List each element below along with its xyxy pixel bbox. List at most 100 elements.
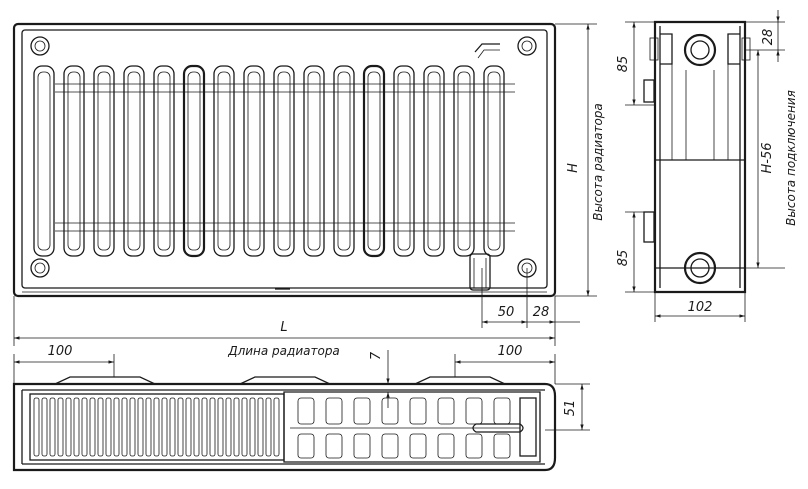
side-view	[643, 20, 751, 294]
front-fin	[63, 65, 85, 257]
dim-100-left: 100	[48, 344, 73, 359]
front-fin-inner	[157, 71, 171, 251]
front-fin	[123, 65, 145, 257]
connection-height-caption: Высота подключения	[784, 90, 798, 226]
front-fin	[333, 65, 355, 257]
grille-slot	[225, 397, 232, 457]
connection-height-label: H-56	[760, 142, 775, 173]
top-convector-grille	[29, 393, 285, 461]
front-fin	[182, 64, 206, 258]
grille-slot	[105, 397, 112, 457]
section-fin-top	[409, 397, 427, 425]
section-fin-bottom	[493, 433, 511, 459]
section-fin-bottom	[381, 433, 399, 459]
front-fin	[423, 65, 445, 257]
corner-plug-top-left	[30, 36, 50, 56]
front-height-dimension: H Высота радиатора	[555, 23, 605, 297]
grille-slot	[65, 397, 72, 457]
front-outer-frame	[12, 22, 557, 298]
length-caption: Длина радиатора	[227, 344, 340, 358]
grille-slot	[121, 397, 128, 457]
grille-slot	[49, 397, 56, 457]
front-fin-inner	[127, 71, 141, 251]
top-dim-100-right: 100	[454, 344, 556, 384]
front-fins-group	[33, 64, 505, 258]
grille-slot	[177, 397, 184, 457]
front-fin	[393, 65, 415, 257]
section-fin-bottom	[325, 433, 343, 459]
front-connection-dimensions: 50 28	[481, 268, 580, 328]
front-fin	[243, 65, 265, 257]
grille-slot	[217, 397, 224, 457]
grille-slot	[257, 397, 264, 457]
top-bracket-middle	[239, 376, 331, 385]
grille-slot	[169, 397, 176, 457]
dim-7: 7	[369, 351, 384, 360]
front-fin	[93, 65, 115, 257]
grille-slot	[57, 397, 64, 457]
grille-slot	[201, 397, 208, 457]
top-bracket-right	[414, 376, 506, 385]
front-fin-inner	[277, 71, 291, 251]
section-fin-top	[381, 397, 399, 425]
front-fin-inner	[187, 71, 201, 251]
section-fin-top	[325, 397, 343, 425]
front-fin	[483, 65, 505, 257]
grille-slot	[265, 397, 272, 457]
front-fin	[153, 65, 175, 257]
top-section-fins-group	[297, 397, 511, 459]
top-section-cutaway	[283, 391, 541, 463]
section-fin-top	[465, 397, 483, 425]
front-fin-inner	[67, 71, 81, 251]
front-fin-inner	[427, 71, 441, 251]
grille-slot	[81, 397, 88, 457]
thermostatic-valve-insert	[469, 43, 500, 291]
side-dim-connection-height: H-56 Высота подключения	[745, 50, 798, 269]
dim-85-bottom: 85	[616, 250, 631, 267]
height-label: H	[566, 163, 581, 173]
grille-slot	[161, 397, 168, 457]
grille-slot	[73, 397, 80, 457]
top-outline	[12, 382, 557, 472]
grille-slot	[33, 397, 40, 457]
front-fin	[273, 65, 295, 257]
grille-slot	[89, 397, 96, 457]
height-caption: Высота радиатора	[591, 103, 605, 221]
top-dim-100-left: 100	[13, 344, 115, 384]
corner-plug-top-right	[517, 36, 537, 56]
grille-slot	[233, 397, 240, 457]
side-outline	[653, 20, 747, 294]
front-fin-inner	[217, 71, 231, 251]
front-fin-inner	[37, 71, 51, 251]
top-end-cap	[519, 397, 537, 457]
section-fin-bottom	[297, 433, 315, 459]
dim-51: 51	[563, 400, 578, 417]
front-length-dimension: L Длина радиатора	[13, 296, 556, 358]
dim-102: 102	[688, 300, 713, 315]
top-bracket-left	[54, 376, 156, 385]
side-dim-28: 28	[745, 10, 785, 62]
side-dim-102: 102	[654, 292, 746, 322]
grille-slot	[153, 397, 160, 457]
section-fin-bottom	[353, 433, 371, 459]
grille-slot	[137, 397, 144, 457]
length-label: L	[280, 320, 287, 335]
section-fin-bottom	[409, 433, 427, 459]
front-fin-inner	[307, 71, 321, 251]
front-fin-inner	[337, 71, 351, 251]
section-fin-bottom	[465, 433, 483, 459]
front-fin-inner	[397, 71, 411, 251]
dim-28-front: 28	[533, 305, 550, 320]
section-fin-bottom	[437, 433, 455, 459]
side-dim-85-top: 85	[616, 21, 655, 106]
side-lower-panel	[654, 159, 746, 269]
dim-28-side: 28	[761, 29, 776, 46]
section-fin-top	[353, 397, 371, 425]
dim-50: 50	[498, 305, 515, 320]
top-dim-51: 51	[545, 383, 590, 431]
dim-100-right: 100	[498, 344, 523, 359]
grille-slot	[113, 397, 120, 457]
grille-slot	[193, 397, 200, 457]
dim-85-top: 85	[616, 56, 631, 73]
